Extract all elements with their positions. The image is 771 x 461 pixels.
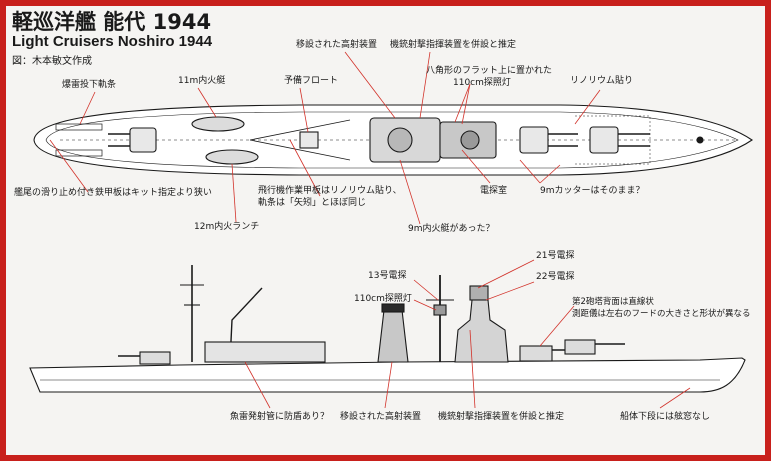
profile-turret-1 [564, 339, 596, 355]
drawing-credit: 図：木本敏文作成 [12, 56, 92, 67]
plan-turret-2 [519, 126, 549, 154]
profile-turret-aft [139, 351, 171, 365]
plan-turret-aft [129, 127, 157, 153]
depth-charge-rail-starboard [55, 149, 103, 157]
profile-funnel [377, 309, 409, 363]
label-searchlight-110-top: 110cm探照灯 [453, 78, 511, 88]
label-radar-13: 13号電探 [368, 271, 407, 281]
label-mg-director-added-side: 機銃射撃指揮装置を併設と推定 [438, 412, 565, 422]
label-launch-12m: 12m内火ランチ [194, 222, 260, 232]
label-turret2-line1: 第2砲塔背面は直線状 [572, 297, 654, 307]
label-turret2-line2: 測距儀は左右のフードの大きさと形状が異なる [572, 309, 751, 319]
label-depth-charge-rails: 爆雷投下軌条 [62, 80, 117, 90]
profile-funnel-cap [381, 303, 405, 313]
plan-turret-1 [589, 126, 619, 154]
label-boat-9m: 9m内火艇があった？ [408, 224, 495, 234]
profile-view [29, 265, 746, 393]
profile-searchlight [433, 304, 447, 316]
label-octagonal-flat: 八角形のフラット上に置かれた [426, 66, 553, 76]
label-stern-plate: 艦尾の滑り止め付き鉄甲板はキット指定より狭い [14, 188, 212, 198]
plan-launch-12m [205, 149, 259, 165]
plan-funnel [387, 127, 413, 153]
profile-boat-deck [204, 341, 326, 363]
label-mg-director-added: 機銃射撃指揮装置を併設と推定 [390, 40, 517, 50]
title-japanese: 軽巡洋艦 能代 1944 [12, 10, 212, 34]
profile-radar-21 [469, 285, 489, 301]
label-boat-11m: 11m内火艇 [178, 76, 226, 86]
label-radar-21: 21号電探 [536, 251, 575, 261]
profile-hull [29, 357, 746, 393]
label-spare-float: 予備フロート [284, 76, 339, 86]
label-secondary-aa-moved: 移設された高射装置 [296, 40, 378, 50]
label-flight-deck-1: 飛行機作業甲板はリノリウム貼り、 [258, 186, 402, 196]
depth-charge-rail-port [55, 123, 103, 131]
label-no-scuttles: 船体下段には舷窓なし [620, 412, 711, 422]
profile-bridge [454, 299, 509, 363]
label-radar-22: 22号電探 [536, 272, 575, 282]
plan-view [33, 104, 753, 176]
title-english: Light Cruisers Noshiro 1944 [12, 33, 213, 50]
plan-mast [460, 130, 480, 150]
label-linoleum: リノリウム貼り [570, 76, 634, 86]
label-searchlight-110-side: 110cm探照灯 [354, 294, 412, 304]
label-radar-room: 電探室 [480, 186, 508, 196]
label-flight-deck-2: 軌条は「矢矧」とほぼ同じ [258, 198, 367, 208]
leader-lines [49, 51, 691, 409]
plan-inner-deck-line [45, 111, 739, 169]
label-cutter-9m: 9mカッターはそのまま？ [540, 186, 645, 196]
profile-turret-2 [519, 345, 553, 362]
plan-catapult-rails [249, 119, 351, 161]
plan-boat-11m [191, 116, 245, 132]
label-secondary-aa-moved-side: 移設された高射装置 [340, 412, 422, 422]
label-torpedo-shield: 魚雷発射管に防盾あり？ [230, 412, 330, 422]
plan-spare-float [299, 131, 319, 149]
